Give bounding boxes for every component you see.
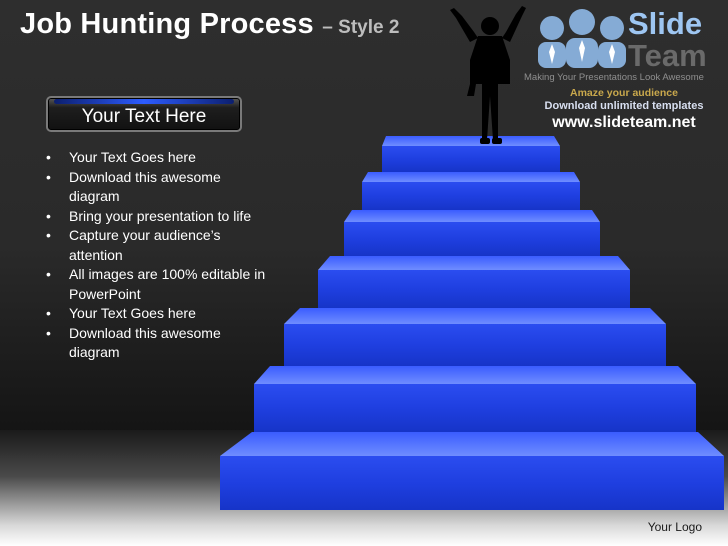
bullet-item: All images are 100% editable in PowerPoi… bbox=[46, 265, 266, 304]
person-arms-raised-icon bbox=[450, 6, 526, 144]
header-box-label: Your Text Here bbox=[81, 106, 207, 127]
step-6 bbox=[362, 172, 580, 210]
step-2 bbox=[254, 366, 696, 432]
step-4 bbox=[318, 256, 630, 308]
title-main: Job Hunting Process bbox=[20, 8, 314, 40]
bullet-item: Download this awesome diagram bbox=[46, 324, 266, 363]
header-accent-bar bbox=[54, 99, 234, 104]
title-subtitle: – Style 2 bbox=[322, 17, 400, 38]
bullet-item: Capture your audience’s attention bbox=[46, 226, 266, 265]
logo-tagline: Making Your Presentations Look Awesome bbox=[524, 72, 704, 83]
step-7-top bbox=[382, 136, 560, 172]
step-1-bottom bbox=[220, 432, 724, 510]
slide-title: Job Hunting Process – Style 2 bbox=[20, 8, 399, 41]
logo-brand-line1: Slide bbox=[628, 6, 703, 41]
bullet-item: Download this awesome diagram bbox=[46, 168, 266, 207]
promo-line-2: Download unlimited templates bbox=[544, 100, 704, 112]
bullet-item: Your Text Goes here bbox=[46, 304, 266, 324]
text-header-box: Your Text Here bbox=[46, 96, 242, 132]
promo-url: www.slideteam.net bbox=[552, 114, 696, 131]
bullet-item: Your Text Goes here bbox=[46, 148, 266, 168]
watermark-logo: Slide Team Making Your Presentations Loo… bbox=[520, 4, 728, 136]
promo-line-1: Amaze your audience bbox=[570, 87, 678, 99]
bullet-item: Bring your presentation to life bbox=[46, 207, 266, 227]
logo-brand-line2: Team bbox=[628, 38, 707, 73]
step-3 bbox=[284, 308, 666, 366]
team-people-icon bbox=[538, 9, 626, 68]
footer-logo-placeholder: Your Logo bbox=[647, 520, 702, 534]
step-5 bbox=[344, 210, 600, 256]
bullet-list: Your Text Goes here Download this awesom… bbox=[46, 148, 266, 363]
